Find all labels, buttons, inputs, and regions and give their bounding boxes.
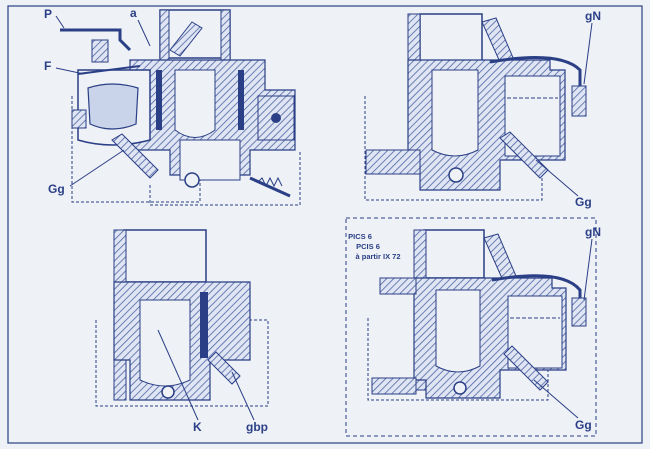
label-gg-3: Gg xyxy=(575,418,592,432)
dashed-frame-4 xyxy=(345,217,597,437)
mixture-screw-top xyxy=(379,277,417,295)
main-jet-4 xyxy=(503,345,549,391)
throttle-outline xyxy=(149,150,301,206)
mixture-screw-bottom xyxy=(371,377,417,395)
emulsion-tube-3 xyxy=(200,292,208,358)
shaft-4 xyxy=(453,381,467,395)
leader-gbp xyxy=(231,371,255,421)
leader-a xyxy=(137,19,151,47)
outer-border xyxy=(7,5,643,444)
leader-f xyxy=(55,67,85,75)
leader-gn-1 xyxy=(583,22,593,85)
fuel-inlet-pipe xyxy=(60,28,132,52)
idle-screw xyxy=(249,176,291,198)
label-gn-1: gN xyxy=(585,9,601,23)
pump-valve xyxy=(271,113,281,123)
screw-block-2 xyxy=(365,149,421,175)
main-jet-holder xyxy=(111,133,159,179)
emulsion-tube xyxy=(156,70,162,130)
label-gg-2: Gg xyxy=(575,195,592,209)
needle-valve-2 xyxy=(571,85,587,117)
note-line-3: à partir IX 72 xyxy=(355,252,400,261)
note-line-2: PCIS 6 xyxy=(356,242,380,251)
float xyxy=(87,83,139,130)
float-arm xyxy=(77,65,141,75)
leader-k xyxy=(157,329,199,421)
label-gn-2: gN xyxy=(585,225,601,239)
air-horn-3 xyxy=(123,229,207,283)
panel-top-left: P a F Gg xyxy=(44,6,301,206)
pump-block xyxy=(257,95,295,141)
label-gbp: gbp xyxy=(246,420,268,434)
leader-gg-2 xyxy=(535,159,579,197)
fuel-pipe-2 xyxy=(489,56,582,90)
venturi-4 xyxy=(435,289,481,373)
leader-p xyxy=(55,15,65,29)
label-k: K xyxy=(193,420,202,434)
leader-gg-3 xyxy=(533,379,579,419)
shaft-3 xyxy=(161,385,175,399)
outline-dashed-4 xyxy=(367,318,549,401)
fuel-pipe-4 xyxy=(491,274,582,300)
idle-jet-tube xyxy=(238,70,244,130)
outline-dashed-3 xyxy=(95,319,269,407)
label-f: F xyxy=(44,59,51,73)
venturi-2 xyxy=(431,69,479,157)
leader-gn-2 xyxy=(583,238,593,301)
label-p: P xyxy=(44,7,52,21)
main-jet-3 xyxy=(207,351,241,385)
needle-valve xyxy=(91,39,109,63)
label-a: a xyxy=(130,6,137,20)
venturi-3 xyxy=(139,299,191,387)
label-gg-1: Gg xyxy=(48,182,65,196)
panel-top-right: gN Gg xyxy=(364,9,601,209)
note-line-1: PICS 6 xyxy=(348,232,372,241)
choke-tube xyxy=(169,21,203,57)
panel-bottom-left: K gbp xyxy=(95,229,269,434)
shaft-2 xyxy=(448,167,464,183)
idle-spring xyxy=(257,176,283,188)
air-horn-4 xyxy=(423,229,485,279)
leader-gg-1 xyxy=(69,149,125,187)
outline-dashed-2 xyxy=(364,96,543,201)
venturi xyxy=(174,69,216,138)
throttle-shaft xyxy=(184,172,200,188)
left-jet xyxy=(71,109,87,129)
air-horn-2 xyxy=(419,13,483,63)
needle-valve-4 xyxy=(571,297,587,327)
panel-bottom-right: PICS 6 PCIS 6 à partir IX 72 gN Gg xyxy=(345,217,601,437)
